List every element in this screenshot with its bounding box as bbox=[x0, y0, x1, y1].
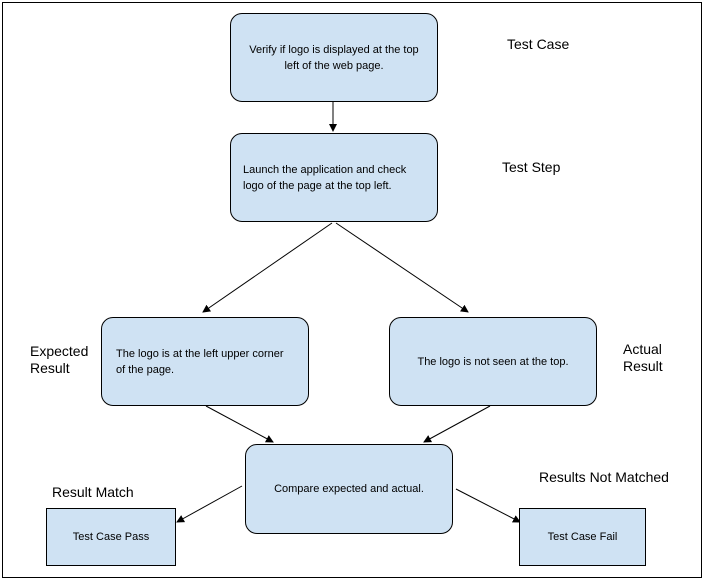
expected-result-node: The logo is at the left upper corner of … bbox=[101, 317, 309, 406]
compare-node-text: Compare expected and actual. bbox=[274, 483, 424, 495]
test-case-pass-node: Test Case Pass bbox=[46, 508, 176, 566]
actual-result-node: The logo is not seen at the top. bbox=[389, 317, 597, 406]
arrow-compare-to-fail bbox=[455, 488, 521, 523]
compare-node: Compare expected and actual. bbox=[245, 444, 453, 534]
label-test-step: Test Step bbox=[502, 159, 561, 175]
expected-result-node-text: The logo is at the left upper corner of … bbox=[116, 347, 284, 376]
label-results-not-matched: Results Not Matched bbox=[539, 469, 669, 485]
test-case-pass-node-text: Test Case Pass bbox=[72, 531, 150, 543]
arrow-actual-to-compare bbox=[423, 405, 491, 443]
test-step-node-text: Launch the application and check logo of… bbox=[243, 163, 407, 192]
arrow-teststep-to-actual bbox=[335, 222, 469, 313]
arrow-teststep-to-expected bbox=[202, 222, 333, 313]
label-expected-result: Expected Result bbox=[30, 343, 89, 376]
label-test-case: Test Case bbox=[507, 36, 570, 52]
test-case-node-text: Verify if logo is displayed at the top l… bbox=[249, 43, 419, 72]
arrow-compare-to-pass bbox=[176, 485, 243, 523]
arrow-expected-to-compare bbox=[205, 405, 274, 443]
actual-result-node-text: The logo is not seen at the top. bbox=[417, 355, 569, 368]
label-result-match: Result Match bbox=[52, 484, 134, 500]
test-case-fail-node-text: Test Case Fail bbox=[547, 531, 618, 543]
test-case-fail-node: Test Case Fail bbox=[519, 508, 646, 566]
test-case-node: Verify if logo is displayed at the top l… bbox=[230, 13, 438, 102]
test-step-node: Launch the application and check logo of… bbox=[230, 133, 438, 222]
label-actual-result: Actual Result bbox=[623, 341, 663, 374]
